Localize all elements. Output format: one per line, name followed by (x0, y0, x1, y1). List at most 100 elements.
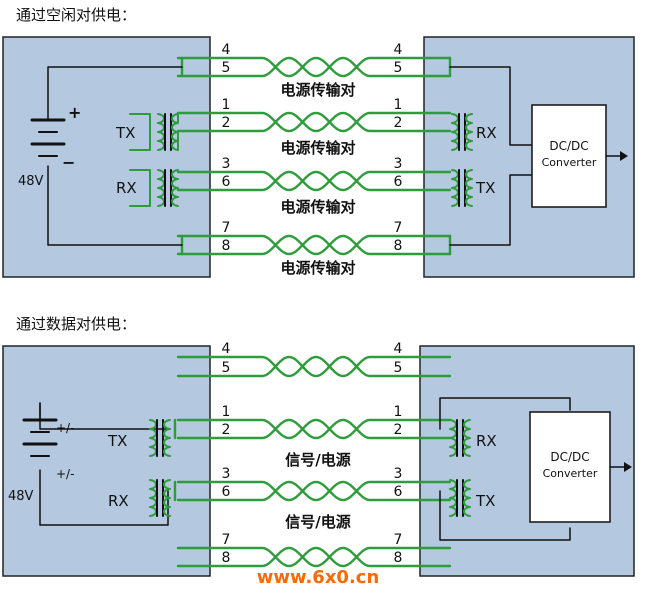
d2-pin-right-2: 2 (394, 422, 403, 438)
d1-pin-right-2: 2 (394, 115, 403, 131)
d2-tx-right-xfmr-secondary (463, 479, 471, 517)
d1-converter-line1: DC/DC (549, 139, 588, 153)
d2-converter-box (529, 411, 611, 523)
d2-pin-left-2: 2 (222, 422, 231, 438)
d2-converter-line1: DC/DC (550, 450, 589, 464)
d2-pse-box (2, 345, 211, 577)
d1-pin-left-5: 5 (222, 60, 231, 76)
d2-pin-left-8: 8 (222, 550, 231, 566)
d2-tx-left: TX (107, 432, 127, 450)
d2-pd-bottom-wire (439, 490, 571, 541)
d2-pair-1-a (176, 355, 452, 378)
d1-tx-left: TX (115, 124, 135, 142)
d1-pair-label-1: 电源传输对 (280, 81, 355, 99)
d1-battery-top-wire (47, 66, 183, 119)
d1-rx-xfmr-secondary (171, 169, 179, 207)
d1-pair-label-3: 电源传输对 (280, 198, 355, 216)
watermark-text: www.6x0.cn (257, 567, 380, 588)
d2-tx-right-xfmr-primary (449, 479, 457, 517)
d1-pair-2-a (176, 111, 452, 133)
d2-pin-right-1: 1 (394, 404, 403, 420)
d1-tx-right-xfmr-secondary (465, 169, 473, 207)
d1-pin-left-8: 8 (222, 238, 231, 254)
d1-pair-3-a (176, 170, 452, 192)
d2-tx-xfmr-secondary (163, 419, 171, 457)
d1-rx-right-xfmr-primary (451, 113, 459, 151)
d1-pin-left-4: 4 (222, 42, 231, 58)
d2-pin-left-4: 4 (222, 341, 231, 357)
d2-pin-right-5: 5 (394, 360, 403, 376)
d1-pair-1-b (176, 56, 452, 78)
d2-pin-right-6: 6 (394, 484, 403, 500)
d2-pin-right-7: 7 (394, 532, 403, 548)
d2-pin-left-6: 6 (222, 484, 231, 500)
d1-battery-bottom-wire (47, 165, 183, 246)
d2-pair-2-a (176, 418, 452, 440)
d1-pair-3-b (176, 170, 452, 192)
d2-pin-left-3: 3 (222, 466, 231, 482)
d2-pair-4-a (176, 546, 452, 568)
d1-minus: − (62, 153, 75, 172)
d2-tx-xfmr-primary (149, 419, 157, 457)
d1-pair-4-b (176, 234, 452, 256)
d1-converter-line2: Converter (542, 156, 597, 169)
d2-pair-3-a (176, 480, 452, 502)
diagram2-data-pair (2, 345, 635, 577)
d1-pin-left-2: 2 (222, 115, 231, 131)
d2-rx-right: RX (476, 432, 497, 450)
d2-pin-left-1: 1 (222, 404, 231, 420)
d1-pin-right-6: 6 (394, 174, 403, 190)
d2-tx-right: TX (475, 492, 495, 510)
d1-pin-right-7: 7 (394, 220, 403, 236)
diagram1-caption: 通过空闲对供电： (16, 6, 137, 24)
d2-rx-right-xfmr-primary (449, 419, 457, 457)
d2-converter-line2: Converter (543, 467, 598, 480)
d2-pin-right-4: 4 (394, 341, 403, 357)
d1-tx-left-lead (129, 113, 151, 151)
d1-converter-out-arrow (620, 151, 628, 161)
d2-pol-top: +/- (56, 421, 74, 435)
d1-pair-1-a (176, 56, 452, 78)
d1-plus: + (68, 103, 81, 122)
d1-pair-label-4: 电源传输对 (280, 259, 355, 277)
d1-pair-2-b (176, 111, 452, 133)
d1-voltage: 48V (18, 174, 44, 189)
d1-pin-right-8: 8 (394, 238, 403, 254)
d1-pin-right-5: 5 (394, 60, 403, 76)
d2-rx-xfmr-primary (149, 479, 157, 517)
d2-pin-right-3: 3 (394, 466, 403, 482)
d2-pin-right-8: 8 (394, 550, 403, 566)
d2-rx-xfmr-secondary (163, 479, 171, 517)
d1-pd-top-wire (449, 66, 533, 146)
d2-rx-right-xfmr-secondary (463, 419, 471, 457)
d1-pse-box (2, 36, 211, 278)
d1-tx-xfmr-primary (157, 113, 165, 151)
d2-pair-2-b (176, 418, 452, 440)
d1-pair-label-2: 电源传输对 (280, 139, 355, 157)
d2-pair-4-b (176, 546, 452, 568)
d2-pair-3-b (176, 480, 452, 502)
d2-pin-left-5: 5 (222, 360, 231, 376)
d1-rx-left-lead (129, 169, 151, 207)
d2-pin-left-7: 7 (222, 532, 231, 548)
d1-pin-right-1: 1 (394, 97, 403, 113)
d1-pin-left-3: 3 (222, 156, 231, 172)
d1-pin-right-3: 3 (394, 156, 403, 172)
d2-pair-1-b (176, 355, 452, 378)
d1-rx-left: RX (116, 179, 137, 197)
d1-tx-right: TX (475, 179, 495, 197)
d2-converter-out-arrow (624, 462, 632, 472)
d1-pin-right-4: 4 (394, 42, 403, 58)
d2-pair-label-1: 信号/电源 (285, 451, 350, 469)
d1-pin-left-1: 1 (222, 97, 231, 113)
d2-rx-left: RX (108, 492, 129, 510)
d1-rx-xfmr-primary (157, 169, 165, 207)
diagram2-caption: 通过数据对供电： (16, 315, 137, 333)
d2-voltage: 48V (8, 489, 34, 504)
d2-pair-label-2: 信号/电源 (285, 513, 350, 531)
d1-pd-bottom-wire (449, 174, 533, 246)
d2-pd-top-wire (439, 397, 571, 430)
d1-pin-left-6: 6 (222, 174, 231, 190)
d1-tx-right-xfmr-primary (451, 169, 459, 207)
